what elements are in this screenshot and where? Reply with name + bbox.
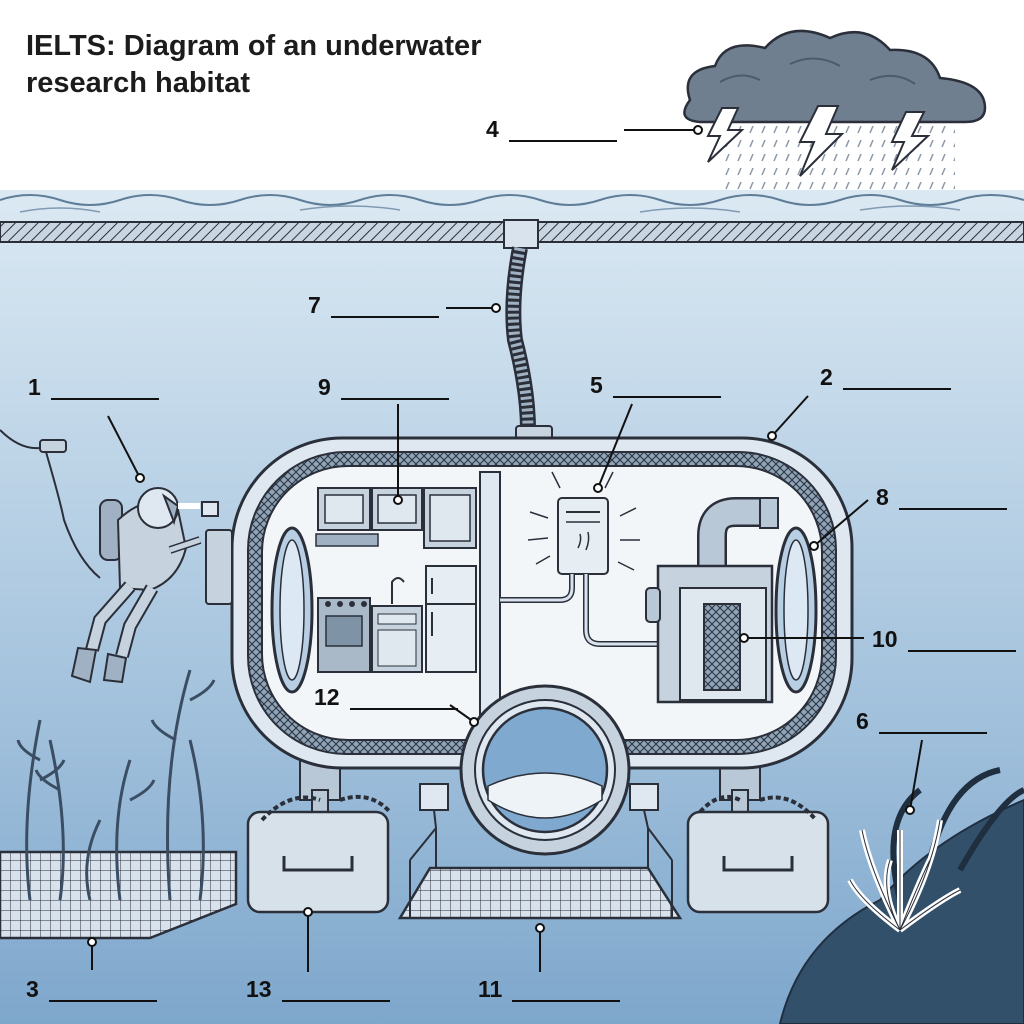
label-5: 5 xyxy=(590,372,721,398)
label-1: 1 xyxy=(28,374,159,400)
answer-blank xyxy=(50,378,159,400)
title-line-1: IELTS: Diagram of an underwater xyxy=(26,30,482,62)
coral-reef xyxy=(778,767,1024,1024)
storm-cloud-icon xyxy=(683,29,987,190)
surface-connector-box xyxy=(503,219,539,249)
answer-blank xyxy=(349,688,458,710)
grated-access-platform xyxy=(397,783,683,920)
answer-blank xyxy=(907,630,1016,652)
label-12: 12 xyxy=(314,684,458,710)
title-line-2: research habitat xyxy=(26,67,251,99)
label-8: 8 xyxy=(876,484,1007,510)
diagram-title: IELTS: Diagram of an underwater research… xyxy=(26,28,481,102)
sea-surface-waves xyxy=(0,194,1024,206)
answer-blank xyxy=(898,488,1007,510)
answer-blank xyxy=(508,120,617,142)
answer-blank xyxy=(48,980,157,1002)
label-4: 4 xyxy=(486,116,617,142)
answer-blank xyxy=(842,368,951,390)
ventilation-unit xyxy=(645,497,779,704)
answer-blank xyxy=(612,376,721,398)
label-10: 10 xyxy=(872,626,1016,652)
label-3: 3 xyxy=(26,976,157,1002)
label-2: 2 xyxy=(820,364,951,390)
galley-kitchen xyxy=(315,487,477,673)
label-7: 7 xyxy=(308,292,439,318)
label-13: 13 xyxy=(246,976,390,1002)
answer-blank xyxy=(281,980,390,1002)
label-6: 6 xyxy=(856,708,987,734)
label-leader-lines xyxy=(87,125,923,972)
seagrass-planter-grid xyxy=(0,669,238,940)
diver-figure xyxy=(0,429,233,684)
ballast-anchor-blocks xyxy=(246,795,830,914)
entry-hatch-moon-pool xyxy=(459,684,631,856)
label-11: 11 xyxy=(478,976,621,1002)
answer-blank xyxy=(878,712,987,734)
answer-blank xyxy=(512,980,621,1002)
label-9: 9 xyxy=(318,374,449,400)
answer-blank xyxy=(330,296,439,318)
bulkhead-partition xyxy=(479,471,501,733)
control-panel xyxy=(500,471,660,647)
answer-blank xyxy=(340,378,449,400)
